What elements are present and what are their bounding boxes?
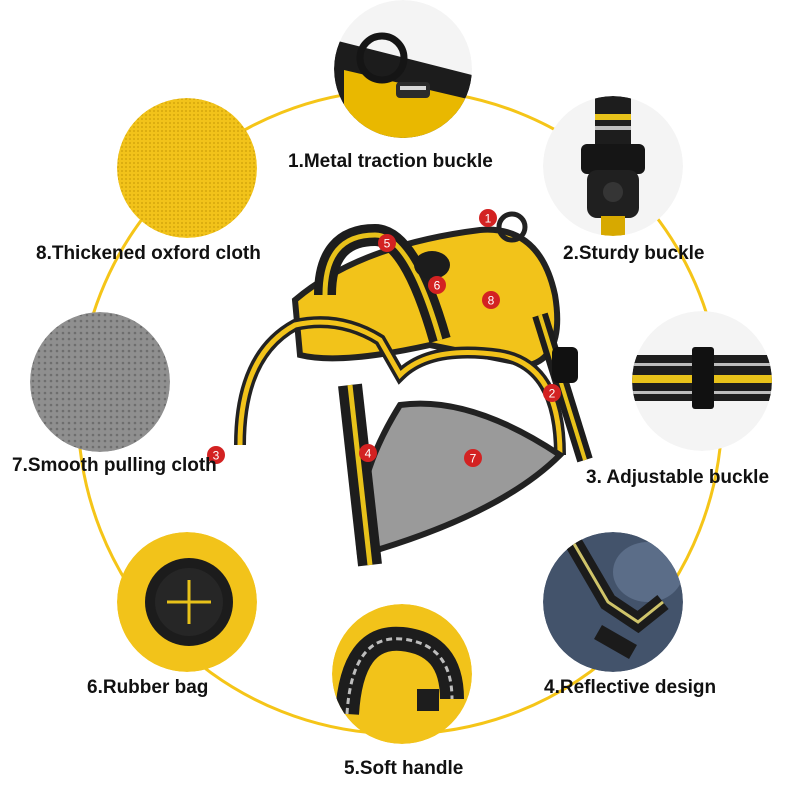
- svg-text:3: 3: [213, 449, 220, 463]
- svg-text:6: 6: [434, 279, 441, 293]
- svg-text:1: 1: [485, 212, 492, 226]
- adjustable-buckle-photo: [632, 311, 772, 451]
- svg-text:5: 5: [384, 237, 391, 251]
- svg-text:2: 2: [549, 387, 556, 401]
- marker-7: 7: [464, 449, 482, 467]
- marker-3: 3: [207, 446, 225, 464]
- marker-2: 2: [543, 384, 561, 402]
- sturdy-buckle-photo: [543, 96, 683, 236]
- svg-text:7: 7: [470, 452, 477, 466]
- feature-label-sturdy-buckle: 2.Sturdy buckle: [563, 243, 705, 264]
- harness-image: 1 2 3 4 5 6 7 8: [207, 209, 593, 567]
- marker-4: 4: [359, 444, 377, 462]
- feature-label-reflective-design: 4.Reflective design: [544, 677, 717, 698]
- svg-text:8: 8: [488, 294, 495, 308]
- marker-1: 1: [479, 209, 497, 227]
- metal-traction-buckle-photo: [334, 0, 472, 138]
- marker-6: 6: [428, 276, 446, 294]
- svg-text:4: 4: [365, 447, 372, 461]
- feature-label-oxford-cloth: 8.Thickened oxford cloth: [36, 243, 261, 264]
- feature-label-smooth-pulling-cloth: 7.Smooth pulling cloth: [12, 455, 217, 476]
- feature-label-soft-handle: 5.Soft handle: [344, 758, 464, 779]
- marker-8: 8: [482, 291, 500, 309]
- rubber-bag-photo: [117, 532, 257, 672]
- oxford-cloth-photo: [117, 98, 257, 238]
- soft-handle-photo: [332, 604, 472, 744]
- feature-label-rubber-bag: 6.Rubber bag: [87, 677, 209, 698]
- reflective-design-photo: [543, 532, 683, 672]
- feature-label-adjustable-buckle: 3. Adjustable buckle: [586, 467, 770, 488]
- feature-label-metal-traction-buckle: 1.Metal traction buckle: [288, 151, 493, 172]
- smooth-pulling-cloth-photo: [30, 312, 170, 452]
- marker-5: 5: [378, 234, 396, 252]
